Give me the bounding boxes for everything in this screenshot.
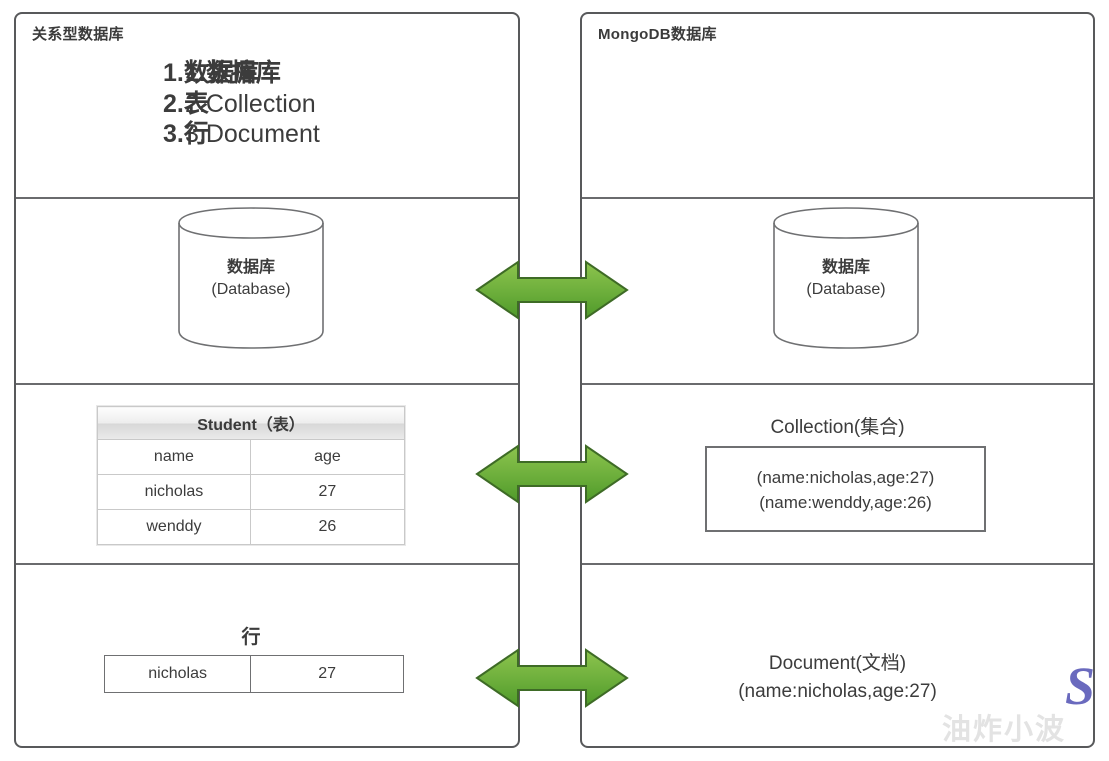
- document-title: Document(文档): [768, 653, 907, 674]
- list-item: 2.表: [163, 89, 209, 118]
- panel-divider: [16, 197, 518, 199]
- column-header-age: age: [249, 439, 406, 475]
- panel-divider: [16, 383, 518, 385]
- cell-age: 27: [249, 474, 406, 510]
- relational-database-cylinder: 数据库 (Database): [175, 205, 327, 351]
- cell-age: 27: [250, 655, 404, 693]
- table-caption: Student（表）: [97, 406, 405, 440]
- panel-divider: [16, 563, 518, 565]
- mongodb-database-cylinder: 数据库 (Database): [770, 205, 922, 351]
- student-table: Student（表） name age nicholas 27 wenddy 2…: [97, 406, 406, 545]
- panel-divider: [582, 383, 1093, 385]
- relational-database-panel: 关系型数据库: [14, 12, 520, 748]
- panel-title-left: 关系型数据库: [32, 26, 124, 43]
- connector-database-mapping: [474, 258, 630, 322]
- mongodb-concept-list: 1.数据库 2.Collection 3.Document: [185, 58, 320, 150]
- panel-title-right: MongoDB数据库: [598, 26, 717, 43]
- list-item: 3.Document: [185, 120, 320, 148]
- list-item: 3.行: [163, 120, 209, 148]
- panel-divider: [582, 563, 1093, 565]
- collection-title: Collection(集合): [770, 417, 905, 438]
- cell-name: wenddy: [97, 509, 251, 545]
- double-arrow-icon: [475, 260, 629, 320]
- document-line: (name:nicholas,age:27): [756, 468, 935, 487]
- document-block: Document(文档) (name:nicholas,age:27): [580, 650, 1095, 705]
- document-line: (name:wenddy,age:26): [759, 492, 932, 512]
- double-arrow-icon: [475, 444, 629, 504]
- cylinder-icon: [178, 207, 324, 349]
- collection-documents: (name:nicholas,age:27) (name:wenddy,age:…: [707, 466, 984, 515]
- cell-name: nicholas: [97, 474, 251, 510]
- table-header-row: name age: [97, 439, 406, 475]
- list-item: 1.数据库: [185, 59, 281, 87]
- panel-divider: [582, 197, 1093, 199]
- table-row: nicholas 27: [103, 655, 404, 693]
- list-item: 1.数据库: [163, 59, 259, 87]
- cell-age: 26: [249, 509, 406, 545]
- relational-concept-list: 1.数据库 2.表 3.行: [163, 58, 259, 150]
- table-row: wenddy 26: [97, 509, 406, 545]
- document-body: (name:nicholas,age:27): [738, 680, 937, 702]
- collection-box: (name:nicholas,age:27) (name:wenddy,age:…: [705, 446, 986, 532]
- connector-row-document-mapping: [474, 646, 630, 710]
- row-table: nicholas 27: [103, 655, 404, 693]
- cylinder-icon: [773, 207, 919, 349]
- list-item: 2.Collection: [185, 89, 316, 118]
- double-arrow-icon: [475, 648, 629, 708]
- cell-name: nicholas: [103, 655, 252, 693]
- mongodb-database-panel: MongoDB数据库: [580, 12, 1095, 748]
- connector-table-collection-mapping: [474, 442, 630, 506]
- row-label: 行: [241, 627, 261, 648]
- table-caption-row: Student（表）: [97, 406, 405, 440]
- table-row: nicholas 27: [97, 474, 406, 510]
- column-header-name: name: [97, 439, 251, 475]
